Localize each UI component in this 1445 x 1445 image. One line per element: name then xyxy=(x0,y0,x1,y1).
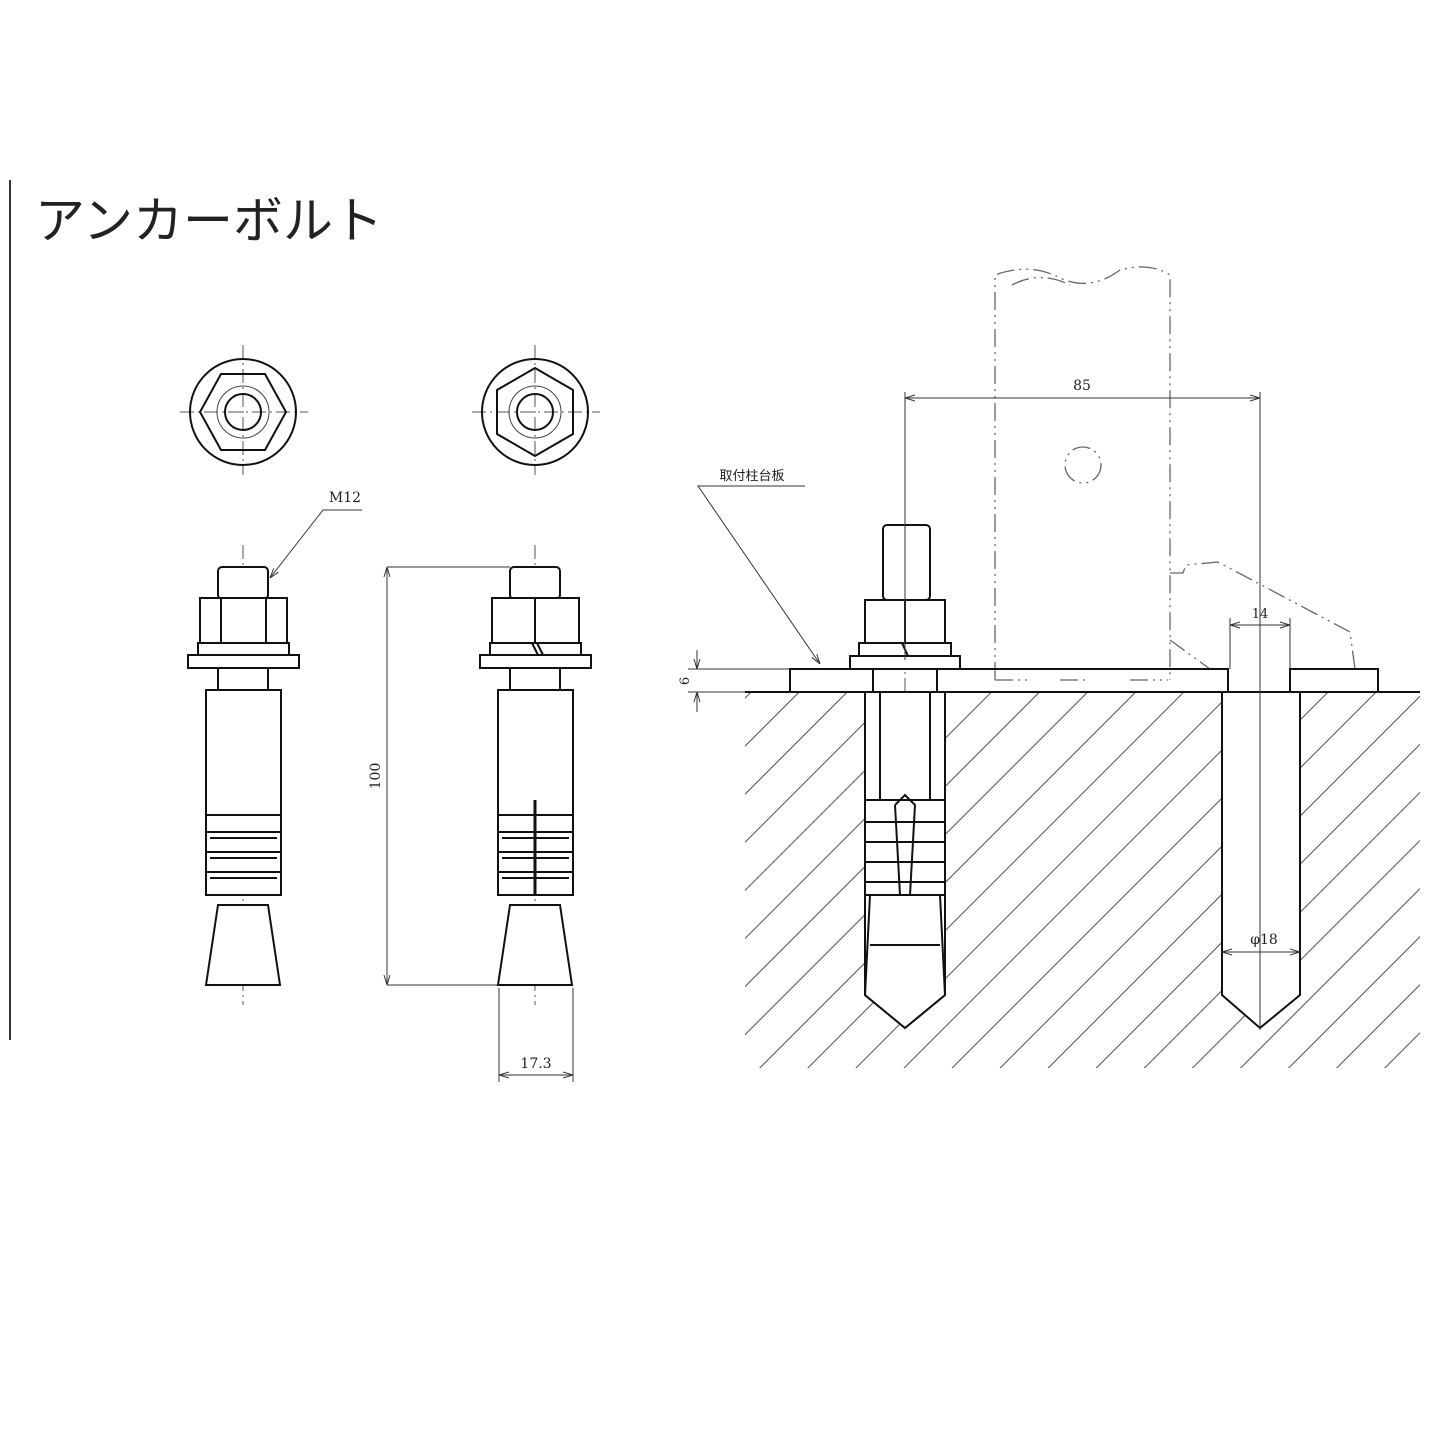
top-view-bolt-1 xyxy=(180,345,308,475)
base-plate xyxy=(789,668,1379,693)
spacing-dimension: 85 xyxy=(1073,378,1091,394)
width-dimension: 17.3 xyxy=(520,1056,551,1072)
side-view-bolt-2 xyxy=(479,545,592,1005)
post-phantom xyxy=(994,266,1356,680)
base-plate-label: 取付柱台板 xyxy=(719,469,784,484)
top-view-bolt-2 xyxy=(472,345,600,475)
side-view-bolt-1 xyxy=(187,545,300,1005)
plate-thickness-dimension: 6 xyxy=(678,677,693,685)
hole-width-dimension: 14 xyxy=(1252,607,1269,622)
length-dimension: 100 xyxy=(368,763,384,790)
concrete-section xyxy=(745,691,1420,1068)
installed-bolt xyxy=(849,510,961,1030)
drill-diameter-dimension: φ18 xyxy=(1250,932,1278,948)
thread-size-label: M12 xyxy=(329,490,361,506)
page-title: アンカーボルト xyxy=(35,192,383,250)
